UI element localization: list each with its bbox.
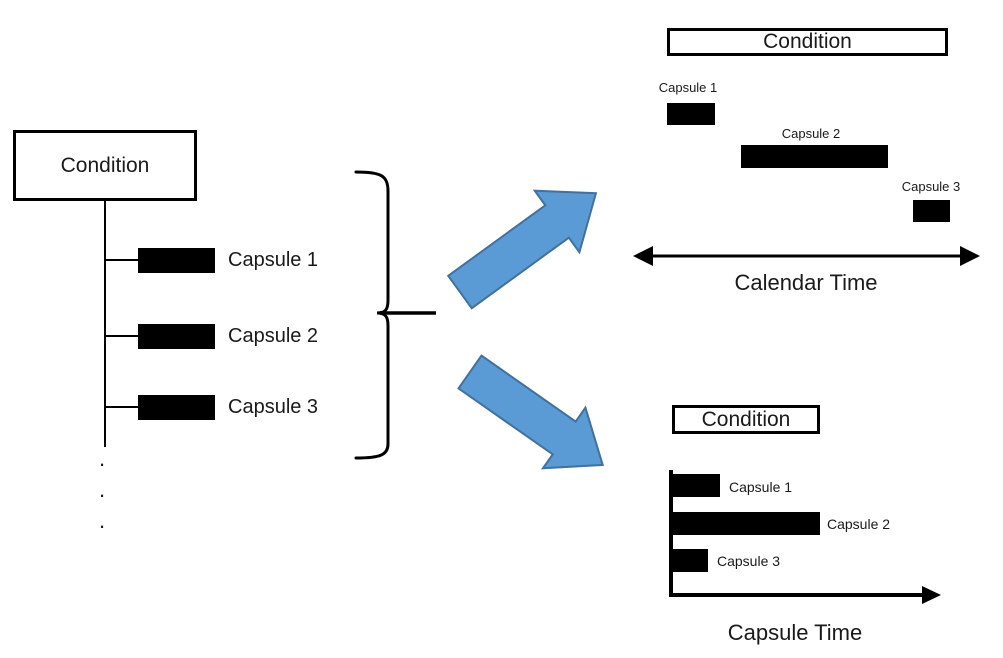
calendar-capsule-bar-2 [741, 145, 888, 168]
ellipsis-dot-3: . [99, 508, 106, 533]
capsule-condition-box: Condition [672, 405, 820, 434]
left-capsule-bar-1 [138, 248, 215, 273]
arrow-to-calendar-view [446, 189, 598, 310]
calendar-condition-label: Condition [763, 30, 852, 53]
left-capsule-bar-2 [138, 324, 215, 349]
left-condition-label: Condition [60, 153, 150, 177]
arrow-to-capsule-view [457, 354, 605, 470]
left-capsule-label-1: Capsule 1 [228, 249, 319, 271]
capsule-time-label-2: Capsule 2 [827, 516, 891, 532]
ellipsis-dot-2: . [99, 477, 106, 502]
capsule-time-label-3: Capsule 3 [717, 553, 781, 569]
tree-tick-line-2 [104, 335, 138, 337]
calendar-capsule-label-3: Capsule 3 [901, 179, 961, 194]
calendar-axis-arrowhead-right [960, 246, 980, 266]
ellipsis-dot-1: . [99, 446, 106, 471]
calendar-time-axis-label: Calendar Time [734, 270, 878, 295]
capsule-time-bar-2 [673, 512, 820, 535]
left-capsule-label-2: Capsule 2 [228, 325, 319, 347]
capsule-time-label-1: Capsule 1 [729, 479, 793, 495]
capsule-axis-arrowhead [922, 586, 941, 604]
capsule-time-bar-3 [673, 549, 708, 572]
capsule-time-axis-label: Capsule Time [727, 620, 863, 645]
grouping-brace [354, 170, 390, 460]
tree-trunk-line [104, 201, 106, 447]
calendar-capsule-bar-1 [667, 103, 715, 125]
calendar-capsule-bar-3 [913, 200, 950, 222]
capsule-time-bar-1 [673, 474, 720, 497]
left-capsule-bar-3 [138, 395, 215, 420]
capsule-condition-label: Condition [701, 407, 791, 431]
tree-tick-line-1 [104, 259, 138, 261]
calendar-capsule-label-1: Capsule 1 [658, 80, 718, 95]
left-capsule-label-3: Capsule 3 [228, 396, 319, 418]
calendar-capsule-label-2: Capsule 2 [781, 126, 841, 141]
tree-tick-line-3 [104, 406, 138, 408]
calendar-condition-box: Condition [667, 28, 948, 56]
calendar-axis-arrowhead-left [633, 246, 653, 266]
left-condition-box: Condition [13, 130, 197, 201]
